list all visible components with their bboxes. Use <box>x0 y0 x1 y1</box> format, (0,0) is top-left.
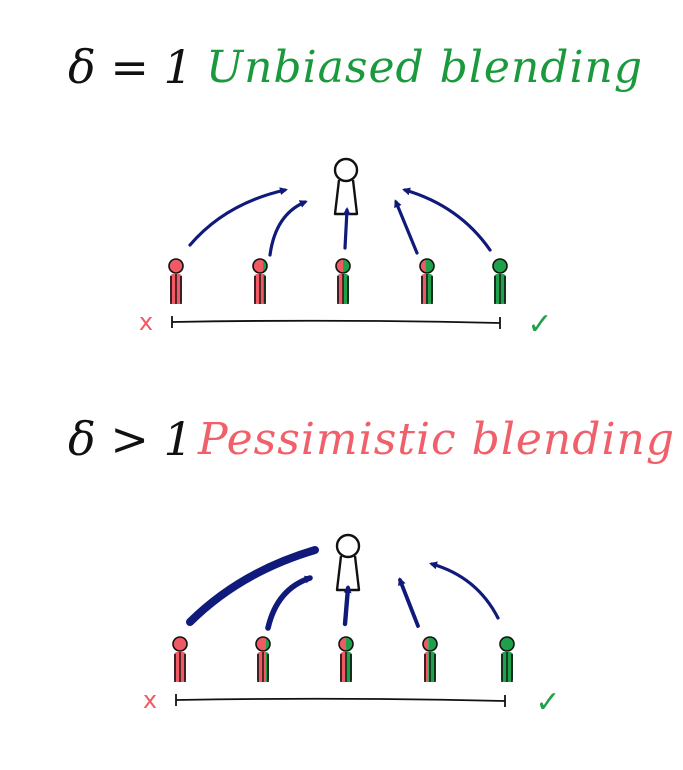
cross-mark: x <box>139 308 153 336</box>
child-figure <box>168 258 184 304</box>
blend-label: Unbiased blending <box>206 42 644 93</box>
scale-line <box>171 319 501 324</box>
child-figure <box>419 258 435 304</box>
parent-figure <box>333 157 359 216</box>
cross-mark: x <box>143 686 157 714</box>
parent-figure <box>335 533 361 592</box>
child-figure <box>499 636 515 682</box>
title-row: δ = 1 Unbiased blending <box>0 40 683 110</box>
child-figure <box>252 258 268 304</box>
delta-label: δ = 1 <box>68 40 193 94</box>
blend-arrow <box>342 207 351 250</box>
panel-unbiased: δ = 1 Unbiased blending x✓ <box>0 0 683 360</box>
child-figure <box>338 636 354 682</box>
panel-pessimistic: δ > 1 Pessimistic blending x✓ <box>0 360 683 770</box>
blend-arrow <box>402 187 492 252</box>
check-mark: ✓ <box>535 685 560 720</box>
child-figure <box>172 636 188 682</box>
blend-arrow <box>186 546 319 626</box>
blend-arrow <box>429 561 500 620</box>
blend-label: Pessimistic blending <box>198 414 676 465</box>
blend-arrow <box>394 199 419 255</box>
blend-arrow <box>265 575 313 631</box>
blend-arrow <box>398 577 420 628</box>
child-figure <box>492 258 508 304</box>
blending-diagram: x✓ <box>143 533 561 720</box>
blend-arrow <box>268 200 308 257</box>
title-row: δ > 1 Pessimistic blending <box>0 412 683 482</box>
scale-line <box>175 697 506 702</box>
blend-arrow <box>342 585 352 627</box>
check-mark: ✓ <box>527 307 552 342</box>
blend-arrow <box>188 187 288 247</box>
child-figure <box>335 258 351 304</box>
child-figure <box>255 636 271 682</box>
blending-diagram: x✓ <box>139 157 553 342</box>
child-figure <box>422 636 438 682</box>
delta-label: δ > 1 <box>68 412 193 466</box>
